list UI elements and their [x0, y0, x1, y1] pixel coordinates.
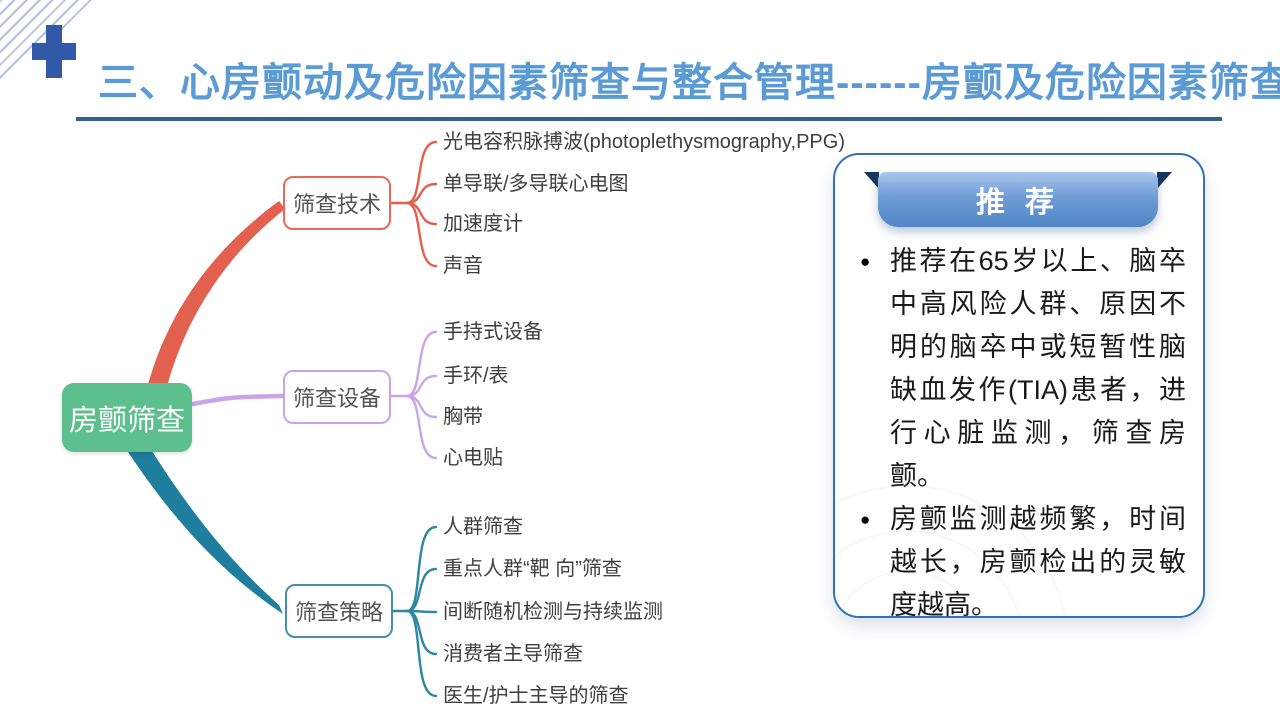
- leaf-label: 单导联/多导联心电图: [443, 173, 629, 195]
- recommendation-bullet: ● 房颤监测越频繁，时间越长，房颤检出的灵敏度越高。: [860, 498, 1186, 627]
- leaf-label: 加速度计: [443, 213, 523, 235]
- medical-plus-icon: [32, 25, 76, 78]
- recommendation-bullet-list: ● 推荐在65岁以上、脑卒中高风险人群、原因不明的脑卒中或短暂性脑缺血发作(TI…: [860, 240, 1186, 627]
- leaf-label: 心电贴: [443, 447, 503, 469]
- leaf-label: 人群筛查: [443, 516, 523, 538]
- page-title: 三、心房颤动及危险因素筛查与整合管理------房颤及危险因素筛查: [98, 61, 1280, 105]
- title-divider: [76, 117, 1222, 121]
- leaf-label: 消费者主导筛查: [443, 643, 583, 665]
- root-node: 房颤筛查: [62, 383, 192, 452]
- leaf-label: 手环/表: [443, 365, 509, 387]
- leaf-label: 胸带: [443, 406, 483, 428]
- branch-node-strategy: 筛查策略: [285, 584, 393, 638]
- leaf-connectors-device: [389, 330, 438, 460]
- branch-node-device: 筛查设备: [283, 370, 391, 424]
- bullet-dot-icon: ●: [860, 252, 871, 271]
- leaf-connectors-technique: [389, 140, 438, 268]
- bullet-dot-icon: ●: [860, 510, 871, 529]
- recommendation-header: 推 荐: [878, 172, 1158, 227]
- branch-curve-device: [190, 393, 285, 407]
- leaf-connectors-strategy: [391, 525, 438, 698]
- bullet-text: 推荐在65岁以上、脑卒中高风险人群、原因不明的脑卒中或短暂性脑缺血发作(TIA)…: [890, 246, 1186, 491]
- leaf-label: 重点人群“靶 向”筛查: [443, 558, 622, 580]
- leaf-label: 光电容积脉搏波(photoplethysmography,PPG): [443, 131, 845, 153]
- branch-node-technique: 筛查技术: [283, 176, 391, 230]
- leaf-label: 手持式设备: [443, 321, 543, 343]
- branch-curve-strategy: [128, 448, 283, 614]
- leaf-label: 声音: [443, 255, 483, 277]
- recommendation-bullet: ● 推荐在65岁以上、脑卒中高风险人群、原因不明的脑卒中或短暂性脑缺血发作(TI…: [860, 240, 1186, 498]
- branch-curve-technique: [146, 201, 285, 398]
- leaf-label: 医生/护士主导的筛查: [443, 685, 629, 707]
- leaf-label: 间断随机检测与持续监测: [443, 601, 663, 623]
- bullet-text: 房颤监测越频繁，时间越长，房颤检出的灵敏度越高。: [890, 504, 1186, 620]
- recommendation-panel: [833, 153, 1205, 618]
- mindmap-connectors: [128, 140, 438, 698]
